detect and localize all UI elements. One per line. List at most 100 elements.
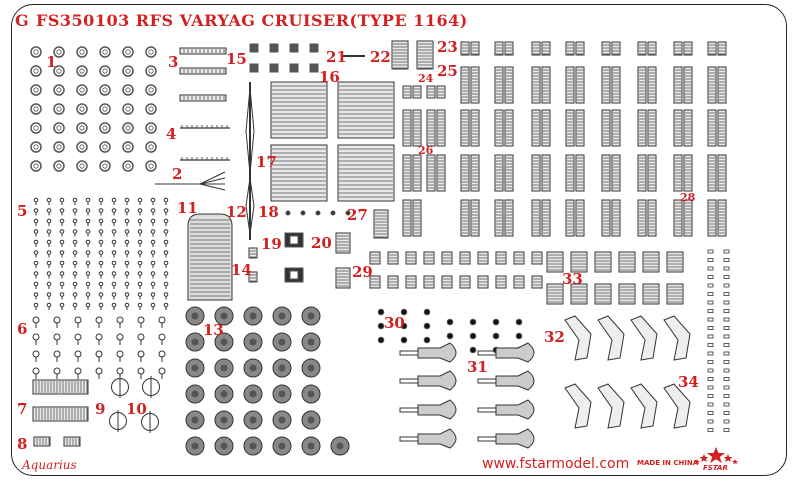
hex-ring-part <box>122 160 134 172</box>
part-number-23: 23 <box>437 38 458 56</box>
part-number-25: 25 <box>437 62 458 80</box>
pin-part <box>124 208 130 213</box>
part-number-26: 26 <box>418 144 434 157</box>
link-part <box>707 292 714 296</box>
pin-part <box>124 281 130 287</box>
rivet-part <box>423 336 431 344</box>
pin-part <box>116 316 124 324</box>
part-number-18: 18 <box>258 203 279 221</box>
link-part <box>723 317 730 322</box>
stair-part <box>597 315 625 361</box>
hex-ring-part <box>99 65 111 77</box>
hex-ring-part <box>76 122 88 134</box>
link-part <box>707 368 714 373</box>
pin-part <box>95 367 103 375</box>
brand-signature: Aquarius <box>22 458 77 472</box>
small-plate-part <box>248 271 258 283</box>
pin-part <box>150 302 156 308</box>
pin-part <box>137 281 143 287</box>
hex-ring-part <box>99 141 111 153</box>
pin-part <box>46 229 52 234</box>
pin-part <box>111 239 117 245</box>
grille-pair-part <box>565 41 575 56</box>
pin-part <box>137 302 143 308</box>
rivet-part <box>400 308 408 316</box>
hex-ring-part <box>76 65 88 77</box>
part-number-3: 3 <box>168 53 179 71</box>
link-part <box>723 300 730 305</box>
pin-part <box>32 333 40 341</box>
part-number-28: 28 <box>680 191 696 204</box>
block-part <box>309 43 319 53</box>
grille-pair-part <box>470 41 480 56</box>
rivet-part <box>492 318 500 326</box>
rivet-part <box>469 318 477 326</box>
pin-part <box>150 239 156 245</box>
rivet-part <box>446 332 454 340</box>
pin-part <box>59 281 65 287</box>
part-number-27: 27 <box>347 206 368 224</box>
rack-part <box>32 406 89 422</box>
hex-ring-part <box>145 103 157 115</box>
pin-part <box>98 208 104 213</box>
link-part <box>707 385 714 390</box>
hex-ring-part <box>53 141 65 153</box>
pin-part <box>72 302 78 308</box>
stair-part <box>564 383 592 429</box>
hex-ring-part <box>76 141 88 153</box>
website-url[interactable]: www.fstarmodel.com <box>482 456 630 472</box>
pin-part <box>98 271 104 276</box>
pin-part <box>32 316 40 324</box>
hex-ring-part <box>122 65 134 77</box>
pin-part <box>74 367 82 375</box>
dot-part <box>330 210 336 216</box>
pin-part <box>33 197 39 203</box>
rake-part <box>399 378 419 384</box>
part-number-14: 14 <box>231 261 252 279</box>
block-part <box>289 43 299 53</box>
dot-part <box>285 210 291 216</box>
pin-part <box>59 208 65 213</box>
pin-part <box>150 229 156 234</box>
pin-part <box>33 271 39 276</box>
pin-part <box>33 250 39 255</box>
hex-ring-part <box>99 160 111 172</box>
link-part <box>723 402 730 407</box>
part-number-31: 31 <box>467 358 488 376</box>
stair-part <box>663 315 691 361</box>
pin-part <box>116 367 124 375</box>
pin-part <box>163 218 169 224</box>
rivet-part <box>400 322 408 330</box>
pin-part <box>59 197 65 203</box>
pin-part <box>137 218 143 224</box>
rack-part <box>32 379 89 395</box>
link-part <box>707 377 714 381</box>
grille-pair-part <box>541 41 551 56</box>
pin-part <box>124 218 130 224</box>
link-part <box>707 249 714 254</box>
pin-part <box>85 250 91 255</box>
part-number-24: 24 <box>418 72 434 85</box>
part-number-4: 4 <box>166 125 177 143</box>
hex-ring-part <box>99 122 111 134</box>
link-part <box>707 343 714 347</box>
pin-part <box>137 239 143 245</box>
pin-part <box>163 229 169 234</box>
rivet-part <box>377 322 385 330</box>
hex-ring-part <box>122 46 134 58</box>
pin-part <box>72 250 78 255</box>
pin-part <box>59 218 65 224</box>
pin-part <box>33 292 39 297</box>
part-number-10: 10 <box>126 400 147 418</box>
pin-part <box>124 250 130 255</box>
grille-pair-part <box>460 41 470 56</box>
pin-part <box>98 197 104 203</box>
rivet-part <box>423 322 431 330</box>
rake-part <box>477 436 497 442</box>
pin-part <box>124 292 130 297</box>
pin-part <box>46 197 52 203</box>
pin-part <box>163 250 169 255</box>
pin-part <box>46 250 52 255</box>
pin-part <box>150 271 156 276</box>
part-number-20: 20 <box>311 234 332 252</box>
